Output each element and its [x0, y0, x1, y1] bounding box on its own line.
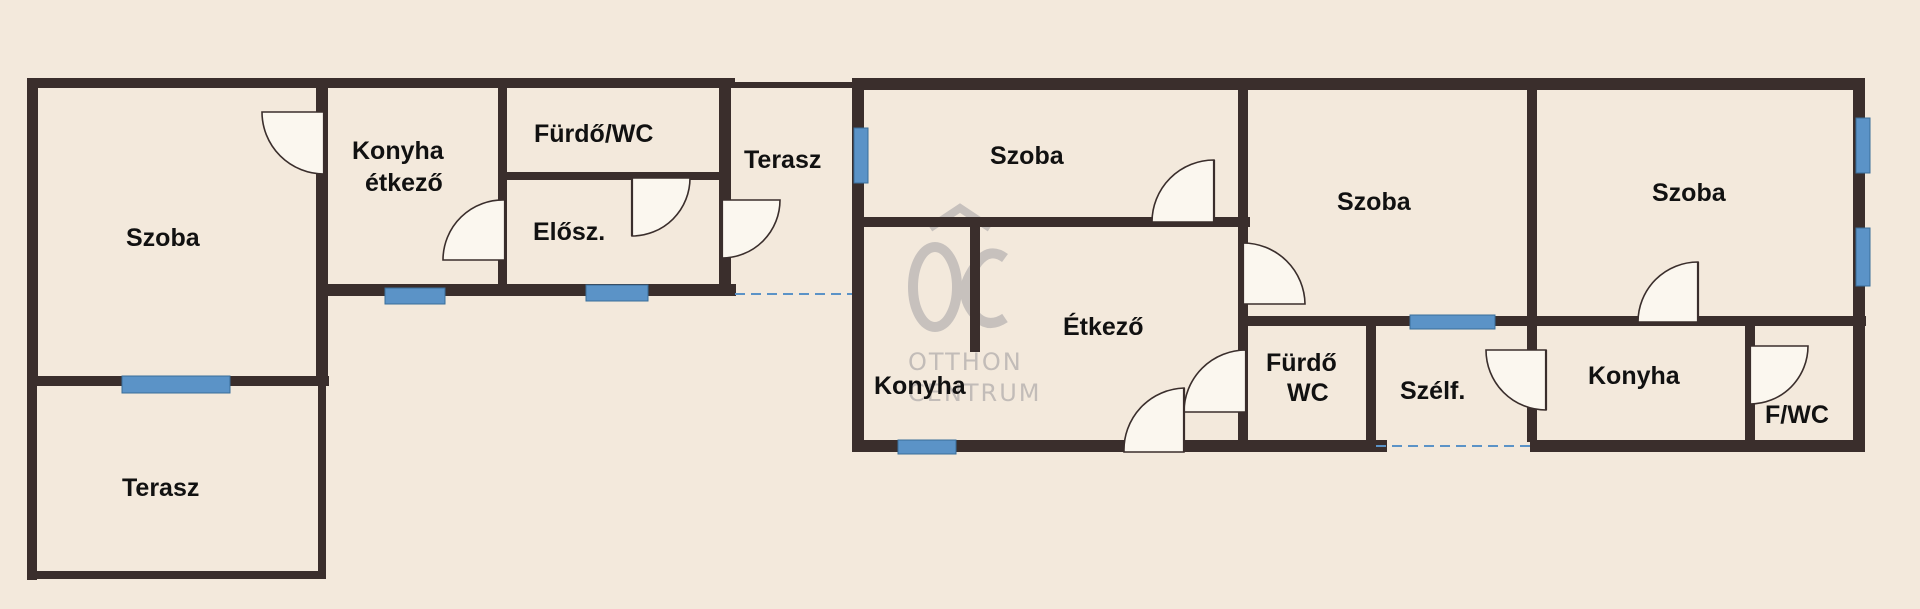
- door: [720, 199, 781, 259]
- watermark-c-shape: [959, 248, 1008, 328]
- window: [1855, 227, 1871, 287]
- room-label-szoba-right: Szoba: [1652, 179, 1727, 207]
- room-label-konyha-etkezo-line1: Konyha: [352, 137, 445, 165]
- door: [442, 199, 507, 261]
- room-label-fwc: F/WC: [1765, 401, 1829, 429]
- room-label-furdo-line1: Fürdő: [1266, 349, 1337, 377]
- room-label-szelf: Szélf.: [1400, 377, 1465, 405]
- room-label-elosz: Elősz.: [533, 218, 605, 246]
- window: [897, 439, 957, 455]
- window: [1409, 314, 1496, 330]
- window: [1855, 117, 1871, 174]
- door: [1637, 261, 1700, 323]
- room-label-terasz-mid: Terasz: [744, 146, 821, 174]
- watermark-o-shape: [908, 242, 962, 332]
- room-label-szoba-center: Szoba: [1337, 188, 1412, 216]
- room-label-furdo-wc-top: Fürdő/WC: [534, 120, 653, 148]
- watermark-line2: CENTRUM: [908, 379, 1041, 407]
- room-label-konyha-right: Konyha: [1588, 362, 1681, 390]
- door: [1151, 159, 1216, 223]
- door: [1183, 349, 1248, 413]
- watermark-line1: OTTHON: [908, 348, 1023, 376]
- door: [630, 177, 691, 237]
- window: [853, 127, 869, 184]
- room-label-konyha-etkezo-line2: étkező: [365, 169, 443, 197]
- door: [261, 111, 326, 175]
- window: [121, 375, 231, 394]
- room-label-szoba-mid: Szoba: [990, 142, 1065, 170]
- door: [1748, 345, 1809, 405]
- door: [1485, 349, 1548, 411]
- window: [384, 287, 446, 305]
- door: [1241, 242, 1306, 305]
- room-label-konyha-mid: Konyha: [874, 372, 967, 400]
- room-label-terasz-left: Terasz: [122, 474, 199, 502]
- room-label-furdo-line2: WC: [1287, 379, 1329, 407]
- door: [1123, 387, 1186, 453]
- window: [585, 284, 649, 302]
- room-label-etkezo: Étkező: [1063, 312, 1144, 341]
- room-label-szoba-left: Szoba: [126, 224, 201, 252]
- watermark-logo: OTTHON CENTRUM: [908, 203, 1041, 407]
